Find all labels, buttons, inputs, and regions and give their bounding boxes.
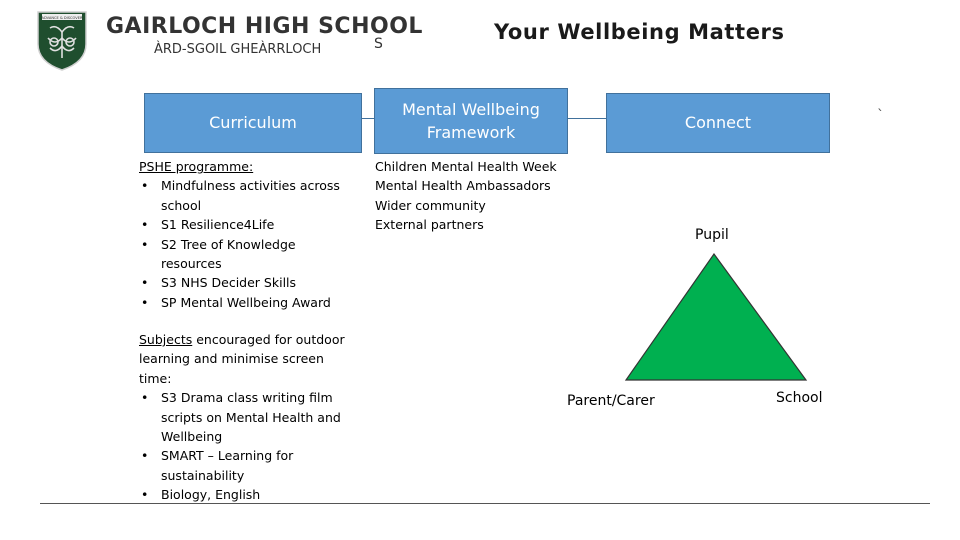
framework-list: Children Mental Health Week Mental Healt… [375,157,585,235]
subjects-heading-rest: encouraged for outdoor learning and mini… [139,332,345,386]
pshe-list: Mindfulness activities across school S1 … [139,176,359,312]
school-crest-logo: ADVANCE & DISCOVER [37,11,87,71]
subjects-list: S3 Drama class writing film scripts on M… [139,388,359,505]
connect-box: Connect [606,93,830,153]
framework-item: External partners [375,217,484,233]
connector-line-left [362,118,374,119]
subjects-block: Subjects encouraged for outdoor learning… [139,330,359,505]
triangle-label-pupil: Pupil [695,227,729,243]
pshe-heading: PSHE programme: [139,159,254,174]
curriculum-box: Curriculum [144,93,362,153]
framework-box: Mental Wellbeing Framework [374,88,568,154]
stray-tick-mark: ` [877,108,884,124]
stray-character: S [374,36,383,52]
subjects-heading: Subjects encouraged for outdoor learning… [139,330,359,388]
list-item: S2 Tree of Knowledge resources [141,235,359,274]
framework-item: Mental Health Ambassadors [375,178,551,194]
framework-label: Mental Wellbeing Framework [402,99,540,142]
connector-line-right [568,118,606,119]
list-item: Mindfulness activities across school [141,176,359,215]
list-item: SP Mental Wellbeing Award [141,293,359,313]
subjects-heading-underlined: Subjects [139,332,193,347]
wellbeing-triangle [624,252,808,381]
list-item: SMART – Learning for sustainability [141,446,359,485]
triangle-shape [624,252,808,381]
crest-banner-text: ADVANCE & DISCOVER [41,16,83,20]
school-name: GAIRLOCH HIGH SCHOOL [106,14,423,39]
framework-item: Wider community [375,197,486,213]
footer-divider [40,503,930,504]
triangle-label-parent-carer: Parent/Carer [567,393,655,409]
list-item: S3 NHS Decider Skills [141,273,359,293]
page-title: Your Wellbeing Matters [494,20,785,44]
triangle-label-school: School [776,390,823,406]
pshe-programme-block: PSHE programme: Mindfulness activities a… [139,157,359,313]
framework-item: Children Mental Health Week [375,159,557,174]
curriculum-label: Curriculum [209,113,297,133]
list-item: S3 Drama class writing film scripts on M… [141,388,359,446]
connect-label: Connect [684,113,752,133]
list-item: Biology, English [141,485,359,505]
list-item: S1 Resilience4Life [141,215,359,235]
school-name-gaelic: ÀRD-SGOIL GHEÀRRLOCH [154,42,322,57]
